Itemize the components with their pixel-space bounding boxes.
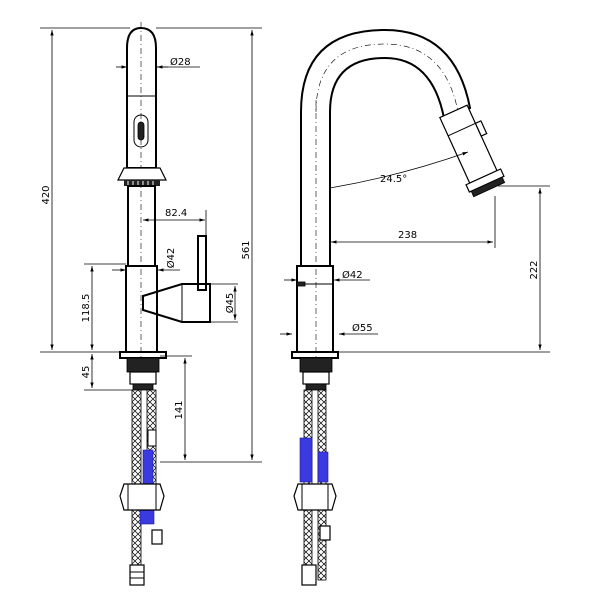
right-spray-head [439, 104, 506, 198]
dim-body-diameter-left: Ø42 [165, 248, 177, 269]
right-gooseneck [300, 28, 472, 267]
left-spray-button-slot [137, 121, 145, 141]
dim-spout-diameter: Ø28 [170, 56, 191, 68]
dim-height-to-body: 420 [41, 185, 52, 204]
dim-reach: 82.4 [165, 208, 187, 219]
dim-total-height: 561 [241, 240, 252, 259]
dim-shank-length: 141 [174, 400, 185, 419]
dim-base-diameter: Ø55 [352, 322, 373, 334]
left-spray-face [117, 167, 167, 181]
dim-deck-thickness: 45 [81, 366, 92, 379]
left-base-plate [119, 351, 167, 359]
right-base-plate [291, 351, 339, 359]
dim-body-diameter-right: Ø42 [342, 269, 363, 281]
dim-outlet-height: 222 [529, 260, 540, 279]
right-hose-weight [293, 483, 337, 511]
right-hose-blue-a [299, 437, 313, 483]
left-body [125, 265, 158, 353]
left-deck-mount [126, 357, 160, 373]
dim-angle: 24.5° [380, 174, 407, 185]
dim-spout-reach: 238 [398, 230, 417, 241]
right-side-view: 24.5° 238 222 Ø42 Ø55 [280, 28, 550, 586]
left-handle-lever [197, 235, 207, 291]
right-body [296, 265, 334, 353]
left-front-view: 420 561 Ø28 82.4 Ø42 Ø45 118.5 45 [40, 22, 262, 586]
dim-handle-diameter: Ø45 [224, 293, 236, 314]
right-hose-blue-b [317, 451, 329, 483]
left-spout-tube [126, 26, 157, 169]
left-hose-weight [119, 483, 165, 511]
left-lower-spout [127, 185, 156, 267]
left-spray-button [133, 114, 149, 148]
right-deck-mount [299, 357, 333, 373]
dim-handle-height: 118.5 [81, 294, 92, 323]
